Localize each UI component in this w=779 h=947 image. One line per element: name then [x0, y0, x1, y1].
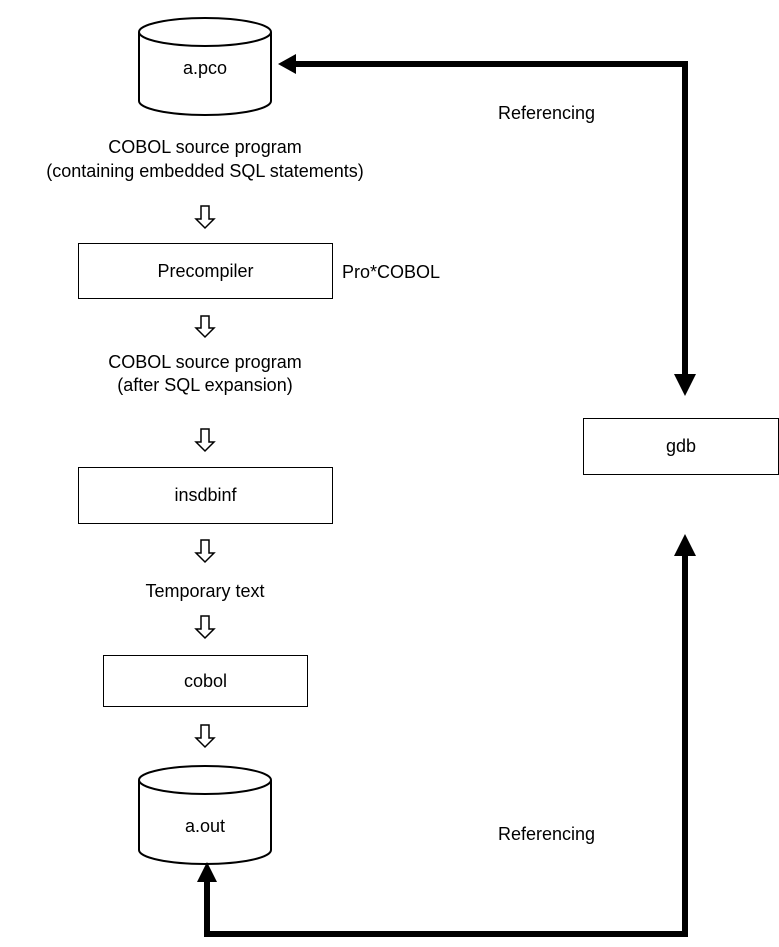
flow-arrow-5 [194, 615, 216, 640]
source-file-label: a.pco [182, 58, 228, 78]
output-file-label: a.out [184, 816, 226, 836]
flow-arrow-3 [194, 428, 216, 453]
gdb-label: gdb [665, 436, 697, 456]
reference-arrow-top [278, 54, 696, 396]
source-description-line1: COBOL source program [108, 137, 302, 157]
flow-arrow-2 [194, 315, 216, 339]
temporary-text-label: Temporary text [145, 581, 265, 601]
expanded-description-line2: (after SQL expansion) [117, 375, 293, 395]
source-file-cylinder [138, 17, 272, 116]
cobol-box: cobol [103, 655, 308, 707]
gdb-box: gdb [583, 418, 779, 475]
reference-arrow-bottom [197, 534, 696, 937]
precompiler-tool-label: Pro*COBOL [342, 262, 441, 282]
insdbinf-label: insdbinf [174, 485, 237, 505]
source-description-line2: (containing embedded SQL statements) [46, 161, 364, 181]
reference-label-bottom: Referencing [498, 824, 596, 844]
precompiler-box: Precompiler [78, 243, 333, 299]
expanded-description-line1: COBOL source program [108, 352, 302, 372]
flow-arrow-4 [194, 539, 216, 564]
insdbinf-box: insdbinf [78, 467, 333, 524]
output-file-cylinder [138, 765, 272, 865]
cobol-label: cobol [183, 670, 228, 691]
flow-arrow-1 [194, 205, 216, 230]
reference-label-top: Referencing [498, 103, 596, 123]
flow-arrow-6 [194, 724, 216, 749]
precompiler-label: Precompiler [157, 260, 254, 281]
